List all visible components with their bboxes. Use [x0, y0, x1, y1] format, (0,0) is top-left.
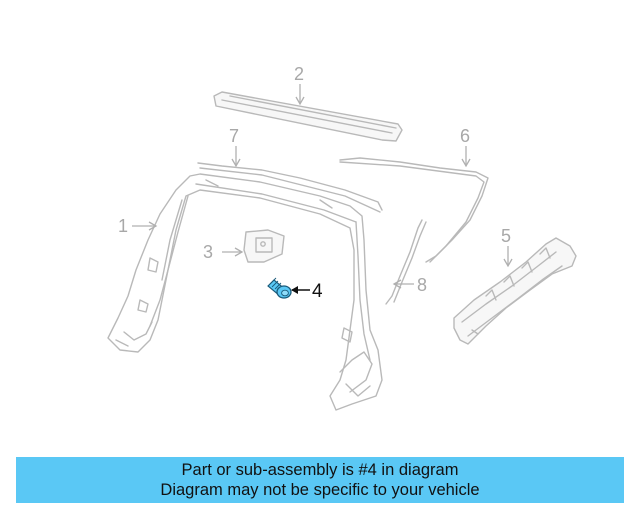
part-1-quarter-inner-panel[interactable]: [107, 173, 383, 411]
callout-2[interactable]: 2: [294, 64, 304, 84]
part-3-bracket[interactable]: [243, 229, 285, 263]
callout-1[interactable]: 1: [118, 216, 128, 236]
part-2-roof-rail[interactable]: [213, 91, 403, 142]
callout-7[interactable]: 7: [229, 126, 239, 146]
banner-line-2: Diagram may not be specific to your vehi…: [160, 481, 480, 499]
callout-6[interactable]: 6: [460, 126, 470, 146]
part-4-bolt[interactable]: [267, 277, 292, 299]
callout-5[interactable]: 5: [501, 226, 511, 246]
part-7-top-rail[interactable]: [197, 162, 383, 213]
callout-4[interactable]: 4: [312, 281, 323, 302]
parts-diagram: 2 7 1 3 4: [107, 64, 577, 411]
info-banner: Part or sub-assembly is #4 in diagram Di…: [16, 457, 624, 503]
callout-3[interactable]: 3: [203, 242, 213, 262]
part-5-reinforcement[interactable]: [453, 237, 577, 345]
part-6-molding[interactable]: [339, 157, 489, 263]
callout-8[interactable]: 8: [417, 275, 427, 295]
part-8-strip[interactable]: [385, 219, 427, 305]
banner-line-1: Part or sub-assembly is #4 in diagram: [181, 461, 459, 479]
